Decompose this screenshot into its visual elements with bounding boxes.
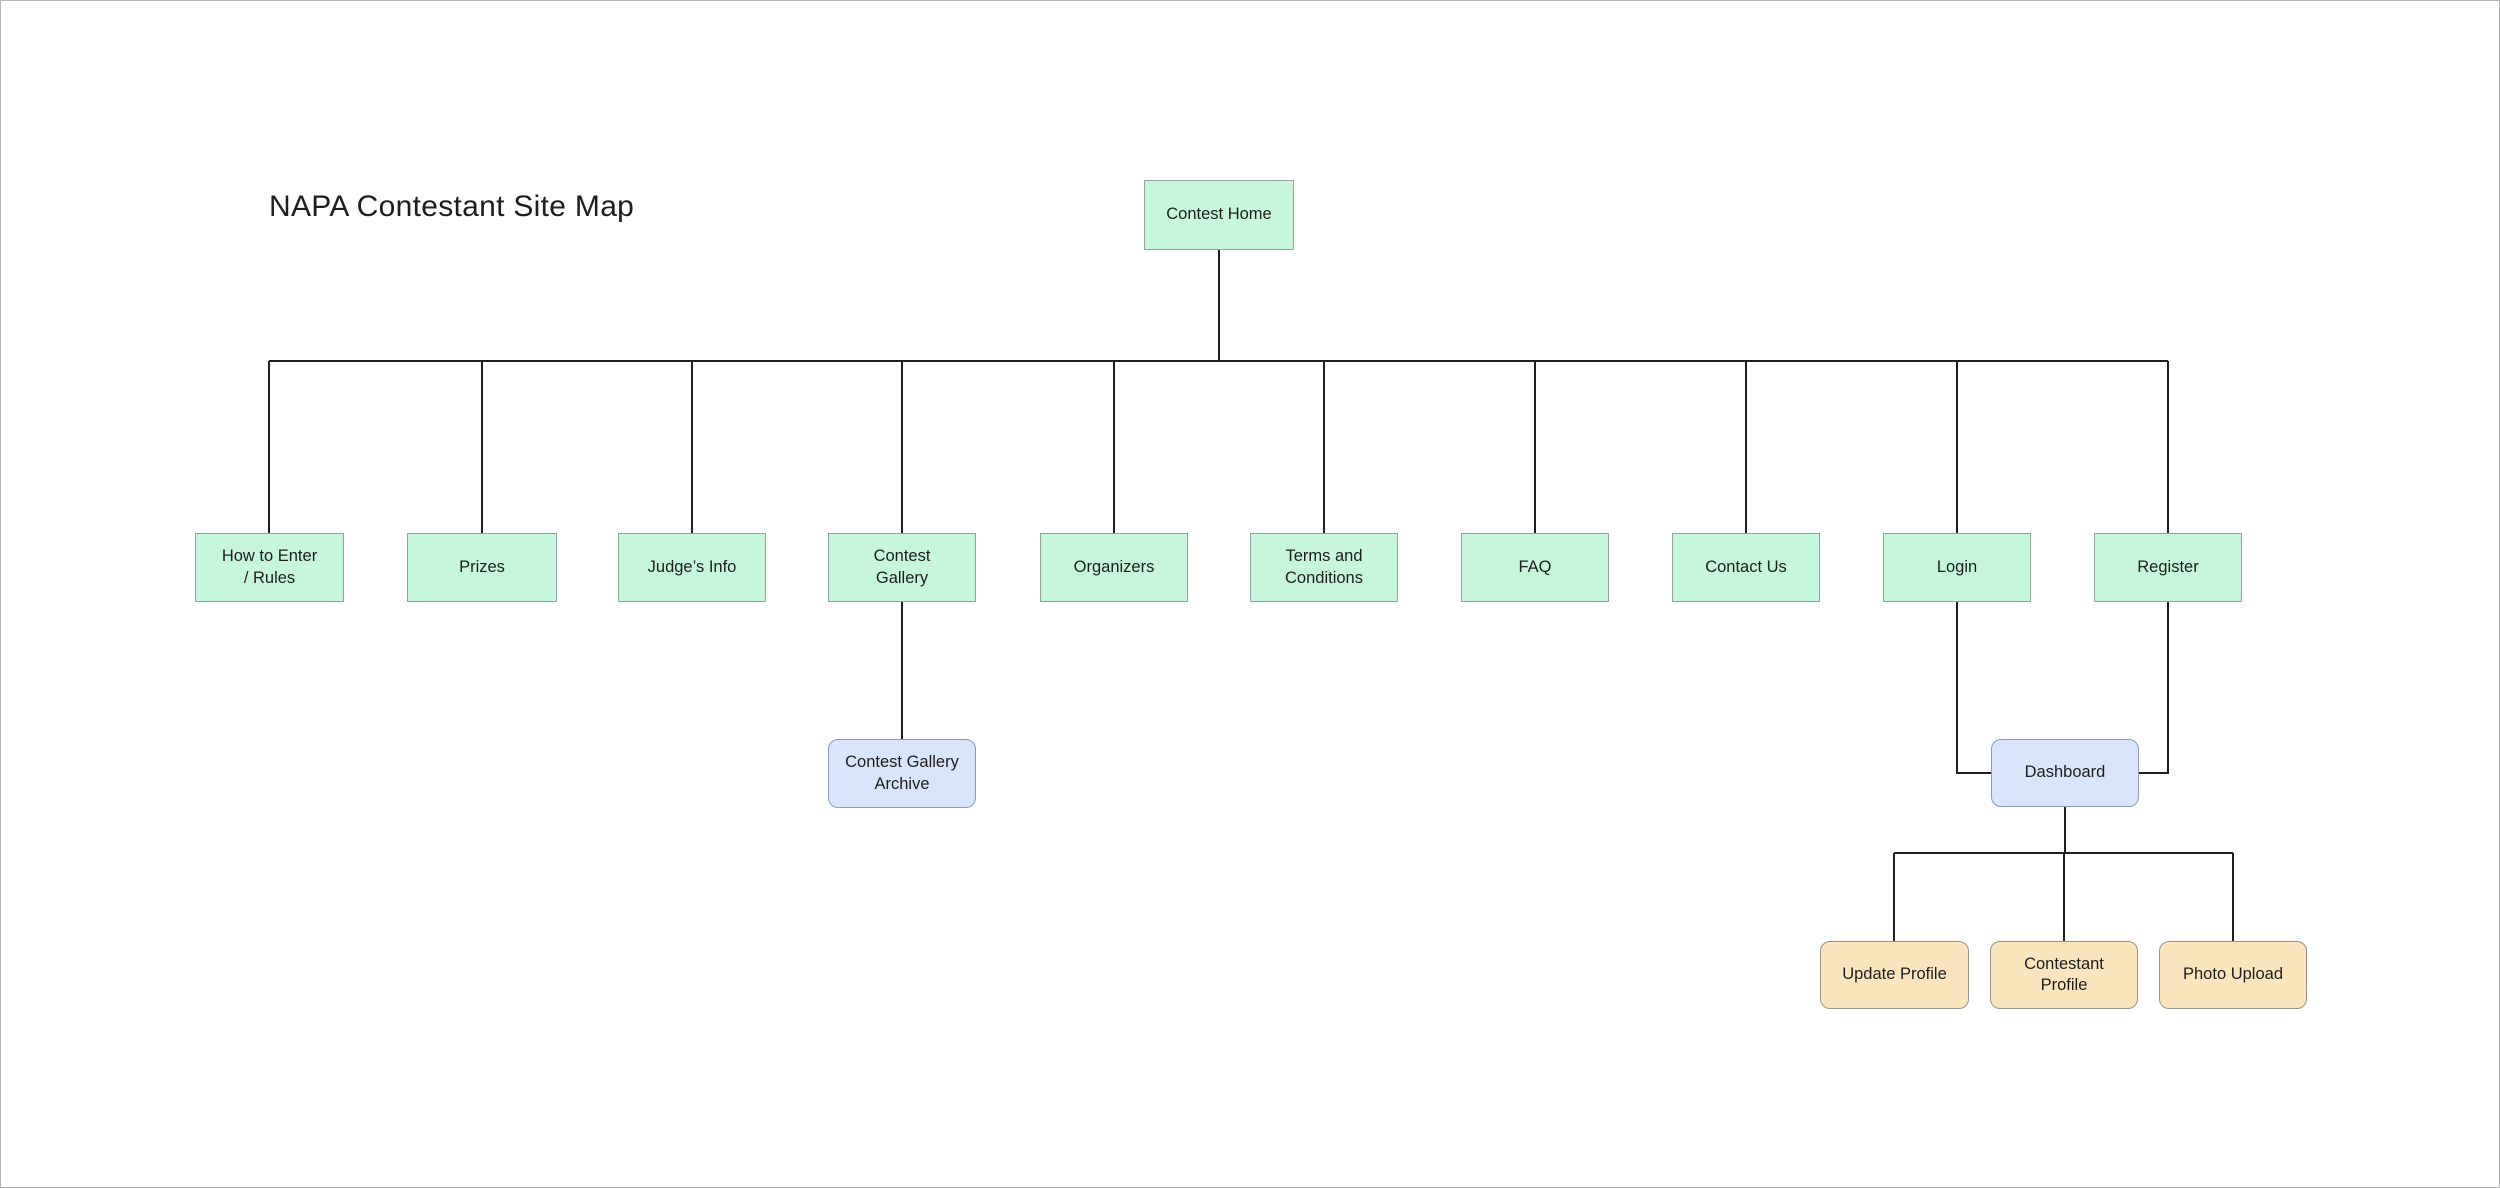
node-label: Register	[2137, 557, 2199, 576]
connector	[2139, 602, 2169, 774]
node-faq[interactable]: FAQ	[1461, 533, 1609, 602]
node-label: FAQ	[1518, 557, 1552, 576]
node-label: Terms and Conditions	[1285, 547, 1363, 587]
node-terms-and-conditions[interactable]: Terms and Conditions	[1250, 533, 1398, 602]
node-how-to-enter-rules[interactable]: How to Enter / Rules	[195, 533, 344, 602]
node-prizes[interactable]: Prizes	[407, 533, 557, 602]
node-update-profile[interactable]: Update Profile	[1820, 941, 1969, 1009]
connector	[1956, 602, 1991, 774]
node-label: Login	[1936, 557, 1978, 576]
node-contest-gallery[interactable]: Contest Gallery	[828, 533, 976, 602]
node-label: Contest Gallery	[873, 547, 931, 587]
node-contest-gallery-archive[interactable]: Contest Gallery Archive	[828, 739, 976, 808]
diagram-title: NAPA Contestant Site Map	[269, 190, 635, 223]
node-organizers[interactable]: Organizers	[1040, 533, 1188, 602]
node-label: Dashboard	[2024, 763, 2106, 782]
node-label: Contact Us	[1705, 557, 1787, 576]
node-dashboard[interactable]: Dashboard	[1991, 739, 2139, 807]
node-register[interactable]: Register	[2094, 533, 2242, 602]
node-judges-info[interactable]: Judge’s Info	[618, 533, 766, 602]
node-label: Contestant Profile	[2024, 954, 2104, 994]
node-label: Prizes	[459, 557, 505, 576]
node-contestant-profile[interactable]: Contestant Profile	[1990, 941, 2138, 1009]
node-label: Judge’s Info	[647, 557, 737, 576]
node-label: Update Profile	[1842, 965, 1947, 984]
node-label: Contest Gallery Archive	[845, 753, 959, 793]
node-label: How to Enter / Rules	[221, 547, 318, 587]
node-contact-us[interactable]: Contact Us	[1672, 533, 1820, 602]
node-label: Photo Upload	[2183, 965, 2283, 984]
node-login[interactable]: Login	[1883, 533, 2031, 602]
node-contest-home[interactable]: Contest Home	[1144, 180, 1294, 250]
node-label: Organizers	[1073, 557, 1155, 576]
node-photo-upload[interactable]: Photo Upload	[2159, 941, 2307, 1009]
node-label: Contest Home	[1166, 205, 1272, 224]
